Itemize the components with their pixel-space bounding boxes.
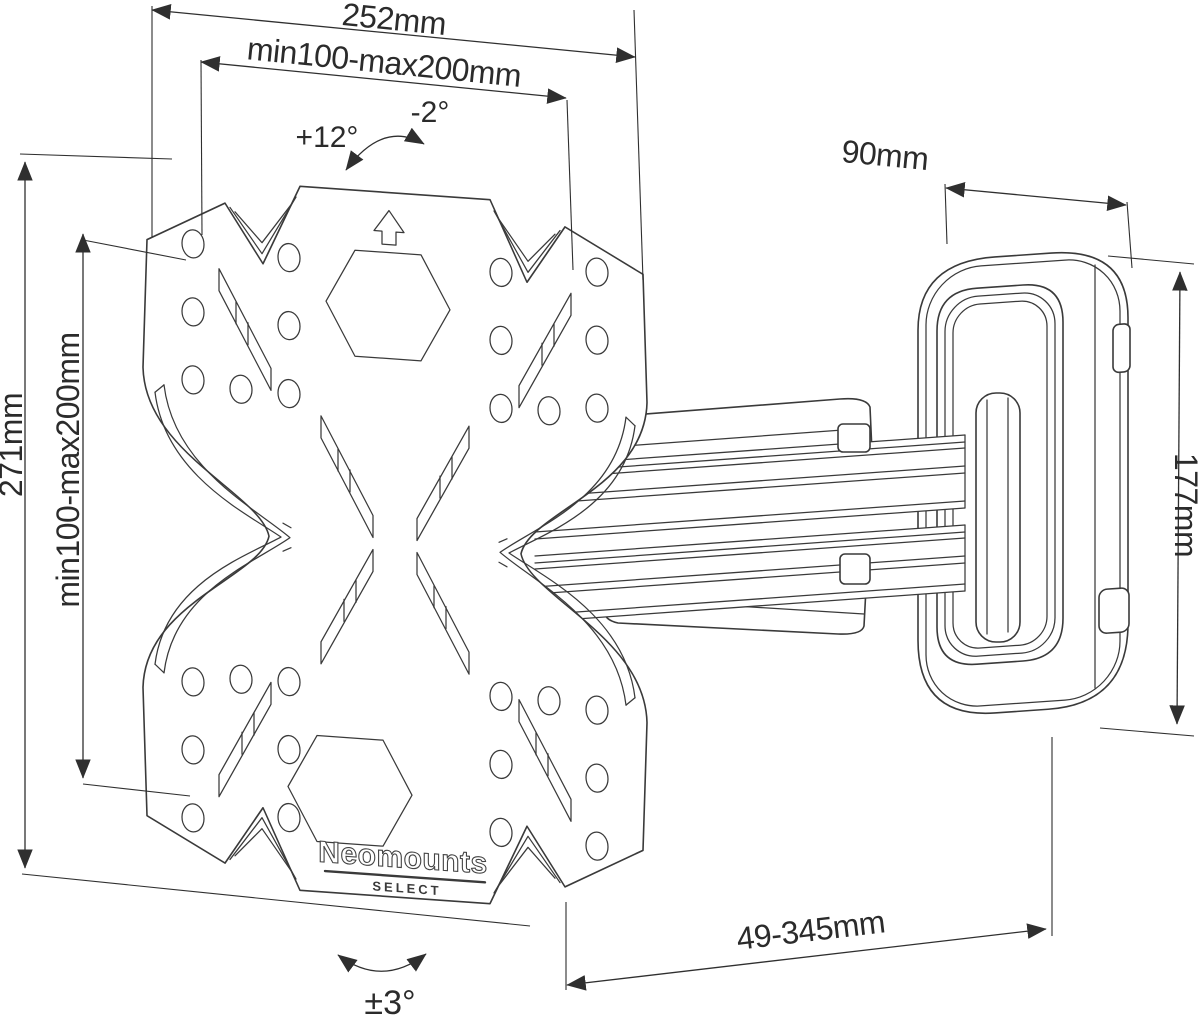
hex-cutout-bottom [287,734,413,847]
swivel-arc-icon [337,953,427,973]
dim-vesa-width-label: min100-max200mm [245,30,522,94]
hex-cutout-top [325,249,451,362]
dim-arm-extension-label: 49-345mm [735,903,887,956]
dim-plate-height: 271mm [0,153,531,927]
brand-logo-underline [323,869,487,884]
tilt-down-label: -2° [411,96,450,129]
tilt-arc-icon [345,127,425,171]
mounting-arm [534,392,1021,643]
notch-lip-lines [229,196,561,894]
dim-bracket-depth-label: 90mm [840,133,930,177]
up-arrow-icon [373,209,405,246]
vesa-plate: Neomounts SELECT [142,185,648,905]
dim-plate-height-label: 271mm [0,393,29,497]
dim-vesa-height-label: min100-max200mm [50,332,86,607]
dim-bracket-height-label: 177mm [1168,453,1200,557]
arm-rail-lower-lines [534,524,966,623]
waist-channel-right [498,416,636,706]
diagonal-slots [218,268,572,822]
tilt-up-label: +12° [296,121,359,154]
dim-bracket-depth: 90mm [840,133,1133,269]
bracket-side-tab [1098,587,1130,634]
dim-bracket-height: 177mm [1099,255,1200,737]
swivel-angle-annotation: ±3° [337,953,427,1020]
arm-rail-lower-fill [535,525,965,622]
arm-upper-block-line [610,427,871,448]
tilt-angle-annotation: +12° -2° [296,96,450,171]
waist-channel-left [154,384,292,674]
dim-plate-width-label: 252mm [340,0,447,42]
swivel-label: ±3° [364,984,415,1020]
dim-vesa-height: min100-max200mm [50,233,191,797]
arm-lower-clip [839,553,871,585]
arm-hinge-knuckle [975,392,1021,643]
brand-series-text: SELECT [372,878,441,898]
mounting-holes [181,229,609,861]
dim-plate-width: 252mm [151,0,644,281]
bracket-top-tab [1112,323,1131,374]
arm-rail-upper-fill [535,435,965,539]
arm-upper-clip [837,423,871,453]
